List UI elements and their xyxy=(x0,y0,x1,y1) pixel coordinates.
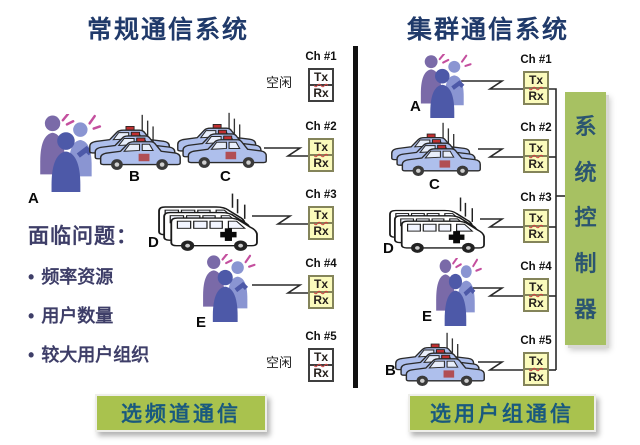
problem-item: •频率资源 xyxy=(28,267,114,287)
police-cars-icon xyxy=(88,114,182,172)
rx-label: Rx xyxy=(313,293,329,307)
rx-label: Rx xyxy=(528,370,544,384)
rx-label: Rx xyxy=(528,296,544,310)
people-group-icon xyxy=(414,54,474,118)
rx-label: Rx xyxy=(313,224,329,238)
tx-label: Tx xyxy=(313,70,328,84)
channel-ch5-right: Ch #5 Tx Rx xyxy=(509,333,563,386)
group-letter: B xyxy=(385,362,396,379)
controller-char: 系 xyxy=(574,113,597,139)
police-cars-icon xyxy=(390,122,482,178)
channel-ch1-left: Ch #1 Tx Rx 空闲 xyxy=(266,49,348,102)
people-group-icon xyxy=(430,258,484,326)
rx-box: Rx xyxy=(523,294,549,312)
panel-divider xyxy=(353,46,358,388)
problems-block: 面临问题： •频率资源 •用户数量 •较大用户组织 xyxy=(28,220,228,380)
tx-label: Tx xyxy=(528,354,543,368)
police-cars-icon xyxy=(394,332,486,388)
channel-label: Ch #1 xyxy=(305,51,337,63)
rx-label: Rx xyxy=(313,366,329,380)
left-panel-title: 常规通信系统 xyxy=(86,16,249,44)
rx-box: Rx xyxy=(308,154,334,172)
bullet: • xyxy=(28,306,35,326)
channel-label: Ch #5 xyxy=(520,335,552,347)
controller-char: 统 xyxy=(574,159,597,185)
channel-label: Ch #3 xyxy=(305,189,337,201)
ambulance-icon xyxy=(388,196,486,254)
channel-label: Ch #5 xyxy=(305,331,337,343)
group-letter: C xyxy=(220,168,231,185)
tx-label: Tx xyxy=(528,280,543,294)
channel-ch2-left: Ch #2 Tx Rx xyxy=(294,119,348,172)
group-letter: B xyxy=(129,168,140,185)
group-letter: C xyxy=(429,176,440,193)
police-cars-icon xyxy=(176,112,268,170)
rx-box: Rx xyxy=(523,155,549,173)
rx-box: Rx xyxy=(308,364,334,382)
controller-char: 器 xyxy=(574,297,597,323)
tx-label: Tx xyxy=(313,277,328,291)
tx-box: Tx xyxy=(308,206,334,224)
rx-label: Rx xyxy=(313,86,329,100)
right-action-label: 选用户组通信 xyxy=(408,394,596,432)
rx-box: Rx xyxy=(308,84,334,102)
tx-label: Tx xyxy=(528,211,543,225)
rx-label: Rx xyxy=(528,157,544,171)
group-letter: A xyxy=(410,98,421,115)
right-panel-title: 集群通信系统 xyxy=(406,16,569,44)
tx-label: Tx xyxy=(528,73,543,87)
rx-box: Rx xyxy=(523,87,549,105)
channel-label: Ch #1 xyxy=(520,54,552,66)
rx-box: Rx xyxy=(523,368,549,386)
channel-ch3-left: Ch #3 Tx Rx xyxy=(294,187,348,240)
channel-ch4-left: Ch #4 Tx Rx xyxy=(294,256,348,309)
channel-ch2-right: Ch #2 Tx Rx xyxy=(509,120,563,173)
bullet: • xyxy=(28,267,35,287)
channel-label: Ch #3 xyxy=(520,192,552,204)
group-letter: D xyxy=(383,240,394,257)
channel-label: Ch #4 xyxy=(305,258,337,270)
channel-ch1-right: Ch #1 Tx Rx xyxy=(509,52,563,105)
channel-label: Ch #2 xyxy=(305,121,337,133)
bullet: • xyxy=(28,345,35,365)
problem-item: •较大用户组织 xyxy=(28,345,150,365)
tx-label: Tx xyxy=(313,140,328,154)
channel-label: Ch #2 xyxy=(520,122,552,134)
group-letter: A xyxy=(28,190,39,207)
rx-label: Rx xyxy=(313,156,329,170)
channel-ch3-right: Ch #3 Tx Rx xyxy=(509,190,563,243)
tx-label: Tx xyxy=(313,350,328,364)
rx-label: Rx xyxy=(528,89,544,103)
tx-label: Tx xyxy=(313,208,328,222)
problems-heading: 面临问题： xyxy=(28,225,138,248)
tx-box: Tx xyxy=(523,352,549,370)
tx-box: Tx xyxy=(523,71,549,89)
rx-box: Rx xyxy=(308,291,334,309)
channel-label: Ch #4 xyxy=(520,261,552,273)
group-letter: E xyxy=(422,308,433,325)
channel-ch5-left: Ch #5 Tx Rx 空闲 xyxy=(266,329,348,382)
rx-box: Rx xyxy=(308,222,334,240)
system-controller-bar: 系 统 控 制 器 xyxy=(565,92,606,345)
channel-ch4-right: Ch #4 Tx Rx xyxy=(509,259,563,312)
problem-item: •用户数量 xyxy=(28,306,114,326)
controller-char: 制 xyxy=(574,251,597,277)
idle-label: 空闲 xyxy=(265,355,292,370)
controller-char: 控 xyxy=(574,205,597,231)
group-letter: D xyxy=(148,234,159,251)
rx-label: Rx xyxy=(528,227,544,241)
rx-box: Rx xyxy=(523,225,549,243)
idle-label: 空闲 xyxy=(265,75,292,90)
tx-box: Tx xyxy=(308,348,334,366)
tx-label: Tx xyxy=(528,141,543,155)
left-action-label: 选频道通信 xyxy=(95,394,267,432)
group-letter: E xyxy=(196,314,207,331)
